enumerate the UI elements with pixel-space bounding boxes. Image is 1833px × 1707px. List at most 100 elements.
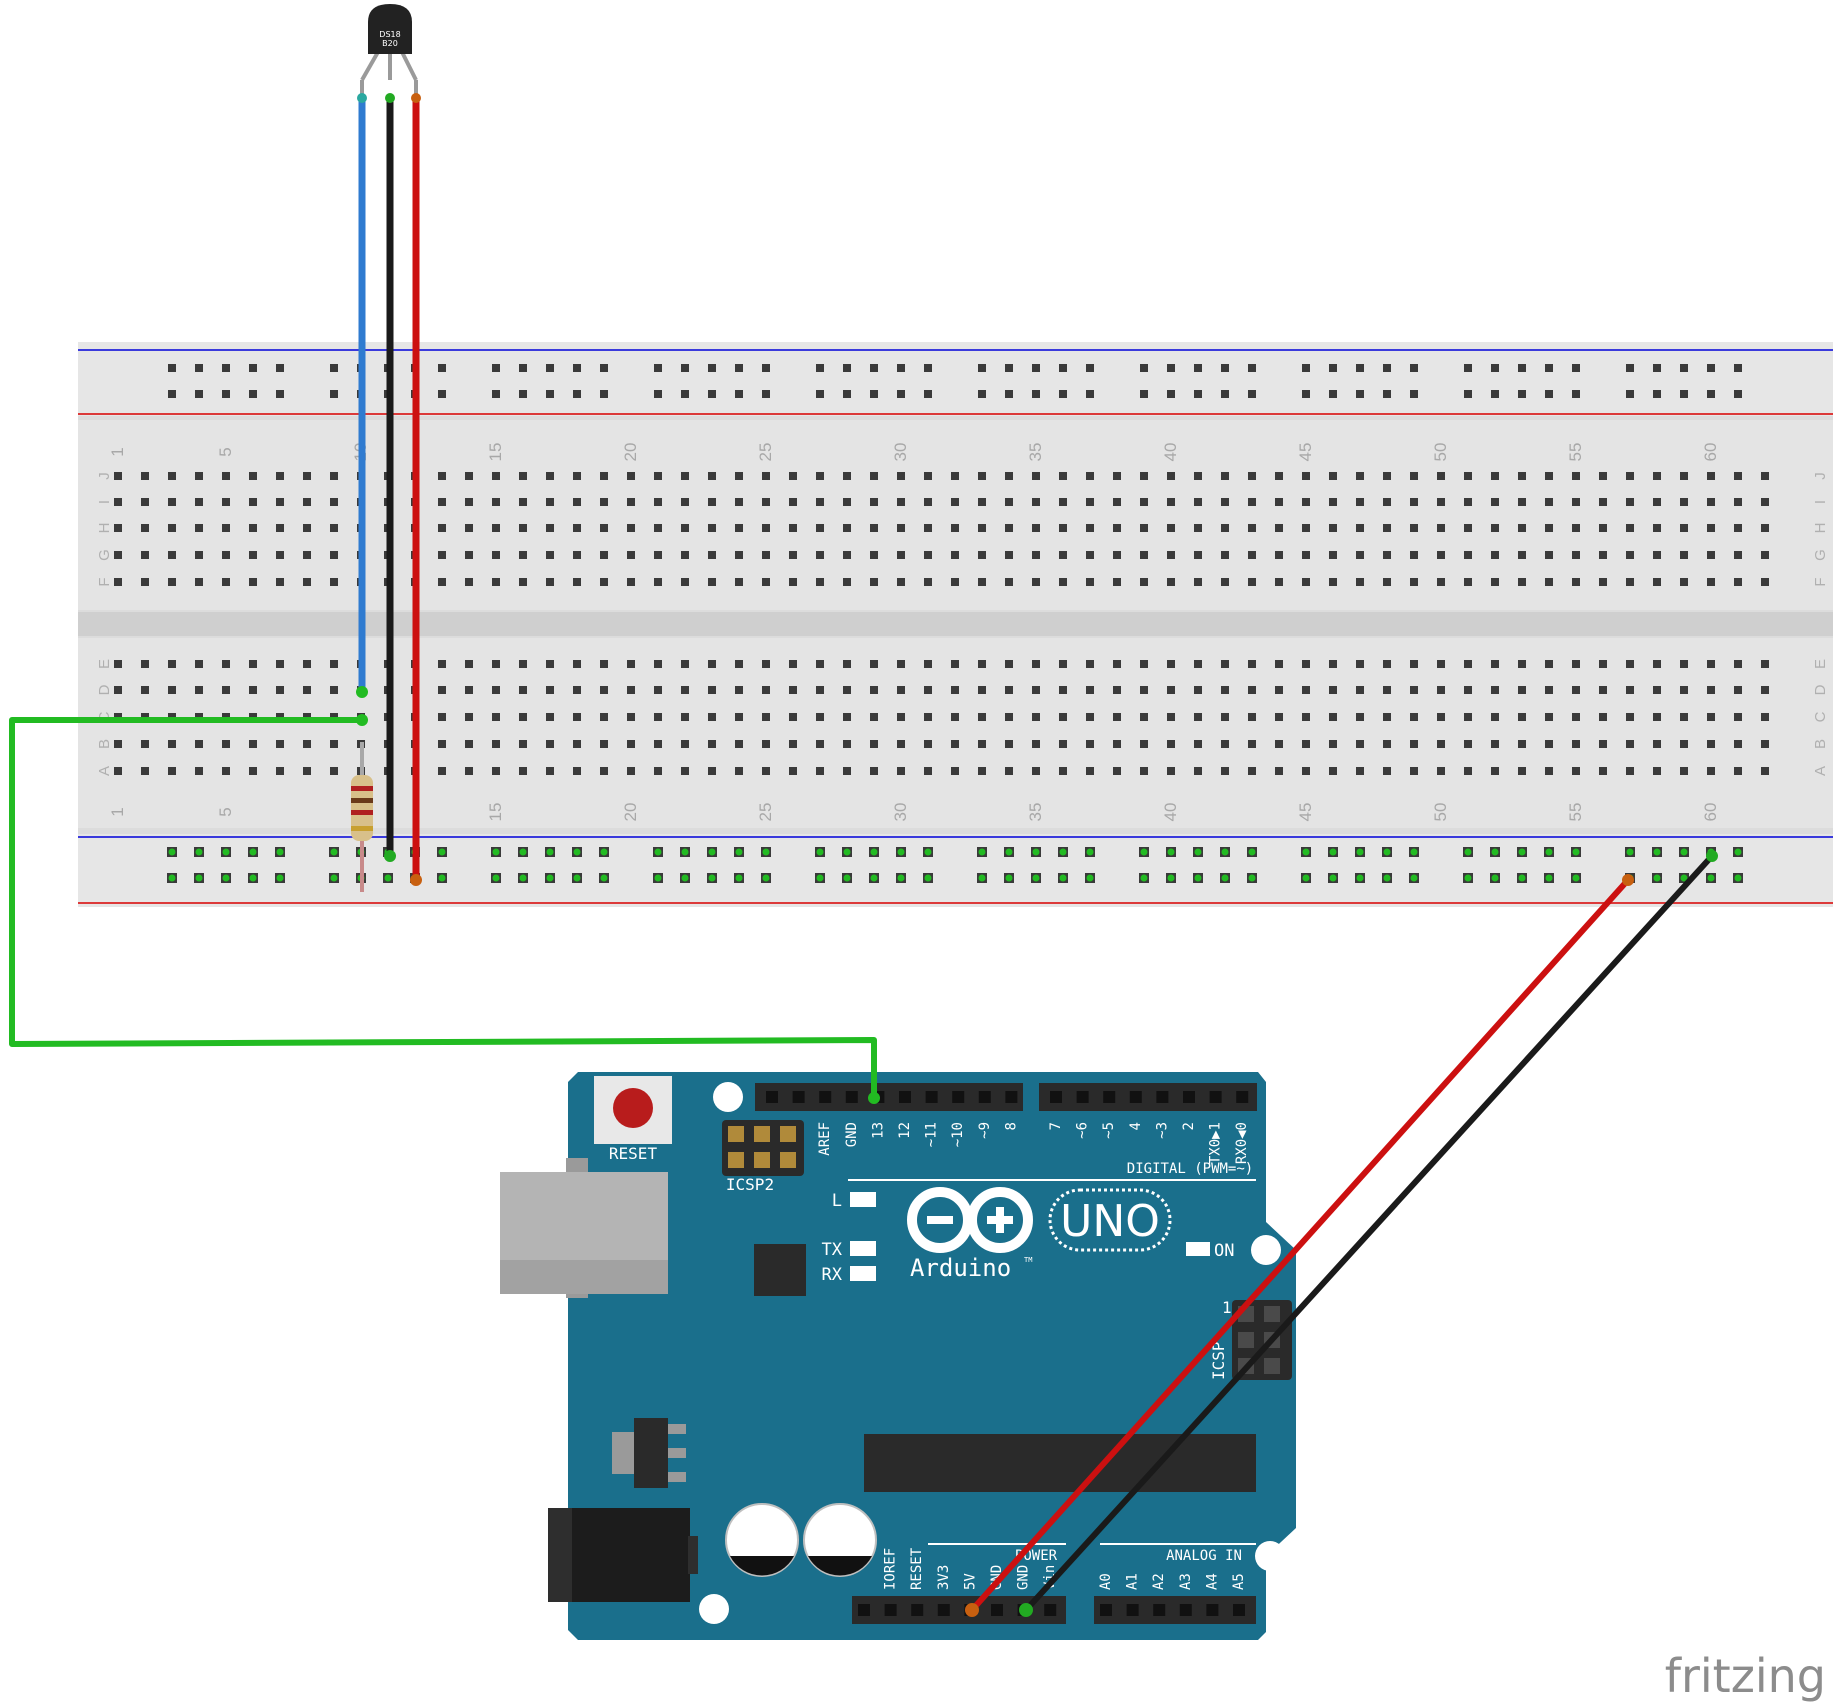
breadboard-hole	[951, 686, 959, 694]
digital-pin-socket	[1156, 1091, 1169, 1103]
reset-button[interactable]	[613, 1088, 653, 1128]
power-rail-hole	[1653, 390, 1661, 398]
breadboard-hole	[1464, 498, 1472, 506]
breadboard-hole	[1599, 472, 1607, 480]
breadboard-hole	[1653, 660, 1661, 668]
power-pin-socket	[991, 1604, 1003, 1616]
row-letter: C	[96, 711, 113, 722]
breadboard-hole	[951, 740, 959, 748]
power-rail-hole	[276, 364, 284, 372]
breadboard-hole	[870, 472, 878, 480]
breadboard-hole	[1491, 498, 1499, 506]
digital-pin-label: 13	[870, 1122, 886, 1139]
digital-pin-socket	[1076, 1091, 1089, 1103]
breadboard-hole	[1545, 740, 1553, 748]
power-rail-hole-active	[1059, 848, 1067, 856]
digital-pin-socket	[952, 1091, 965, 1103]
breadboard-hole	[1086, 767, 1094, 775]
power-rail-hole-active	[1653, 874, 1661, 882]
power-rail-hole-active	[168, 874, 176, 882]
power-rail-hole-active	[1086, 874, 1094, 882]
breadboard-hole	[897, 472, 905, 480]
breadboard-hole	[1599, 660, 1607, 668]
breadboard-hole	[1680, 740, 1688, 748]
arduino-logo	[907, 1187, 1033, 1253]
breadboard-hole	[1113, 524, 1121, 532]
row-letter: A	[1812, 766, 1829, 776]
power-rail-hole	[762, 390, 770, 398]
breadboard-hole	[1113, 472, 1121, 480]
power-rail-hole-active	[1653, 848, 1661, 856]
breadboard-hole	[1437, 686, 1445, 694]
breadboard-hole	[1059, 767, 1067, 775]
power-rail-hole-active	[600, 874, 608, 882]
breadboard-hole	[708, 686, 716, 694]
power-rail-hole	[1545, 390, 1553, 398]
breadboard-hole	[1329, 660, 1337, 668]
breadboard-hole	[1167, 660, 1175, 668]
breadboard-hole	[1356, 498, 1364, 506]
breadboard-hole	[1383, 498, 1391, 506]
breadboard-hole	[141, 472, 149, 480]
breadboard-hole	[1491, 660, 1499, 668]
breadboard-hole	[1491, 686, 1499, 694]
breadboard-hole	[1410, 660, 1418, 668]
power-rail-hole	[1734, 364, 1742, 372]
power-rail-hole-active	[519, 848, 527, 856]
power-rail-hole-active	[843, 874, 851, 882]
breadboard-hole	[1356, 660, 1364, 668]
breadboard-hole	[492, 660, 500, 668]
breadboard-hole	[276, 551, 284, 559]
breadboard-hole	[1437, 472, 1445, 480]
breadboard-hole	[735, 713, 743, 721]
power-rail-hole	[1329, 390, 1337, 398]
power-rail-hole-active	[1734, 848, 1742, 856]
icsp-label: ICSP	[1209, 1341, 1228, 1380]
digital-pin-label: ~3	[1154, 1122, 1170, 1139]
breadboard-hole	[1302, 524, 1310, 532]
power-rail-hole-active	[546, 848, 554, 856]
breadboard-hole	[546, 472, 554, 480]
analog-pin-label: A5	[1231, 1573, 1247, 1590]
power-rail-hole-active	[897, 874, 905, 882]
power-rail-hole	[708, 364, 716, 372]
analog-pin-socket	[1100, 1604, 1112, 1616]
breadboard-hole	[1248, 578, 1256, 586]
breadboard-hole	[1032, 524, 1040, 532]
breadboard-hole	[1734, 498, 1742, 506]
breadboard-hole	[1194, 498, 1202, 506]
breadboard-hole	[681, 767, 689, 775]
breadboard-hole	[1626, 713, 1634, 721]
sensor-leg-right	[400, 51, 418, 81]
breadboard-hole	[222, 498, 230, 506]
power-pin-label: IOREF	[883, 1548, 899, 1590]
breadboard-hole	[870, 740, 878, 748]
breadboard-hole	[600, 740, 608, 748]
power-rail-hole	[1491, 390, 1499, 398]
breadboard-hole	[330, 740, 338, 748]
breadboard-hole	[1437, 551, 1445, 559]
digital-pin-socket	[925, 1091, 938, 1103]
center-channel	[78, 612, 1833, 636]
capacitor-1-marking	[730, 1556, 794, 1576]
power-rail-hole	[1680, 364, 1688, 372]
icsp2-pin	[780, 1152, 796, 1168]
breadboard-hole	[1113, 660, 1121, 668]
breadboard-hole	[249, 524, 257, 532]
breadboard-hole	[249, 740, 257, 748]
power-rail-hole-active	[195, 874, 203, 882]
breadboard-hole	[1383, 472, 1391, 480]
breadboard-hole	[1734, 660, 1742, 668]
breadboard-hole	[438, 551, 446, 559]
power-rail-hole-active	[654, 874, 662, 882]
analog-pin-socket	[1233, 1604, 1245, 1616]
power-rail-hole	[1140, 390, 1148, 398]
power-rail-hole	[1086, 390, 1094, 398]
breadboard-hole	[708, 740, 716, 748]
breadboard-hole	[1707, 498, 1715, 506]
mounting-hole	[713, 1082, 743, 1112]
column-number: 50	[1431, 443, 1450, 462]
power-rail-hole-active	[1734, 874, 1742, 882]
wire-end	[384, 850, 396, 862]
breadboard-hole	[465, 686, 473, 694]
